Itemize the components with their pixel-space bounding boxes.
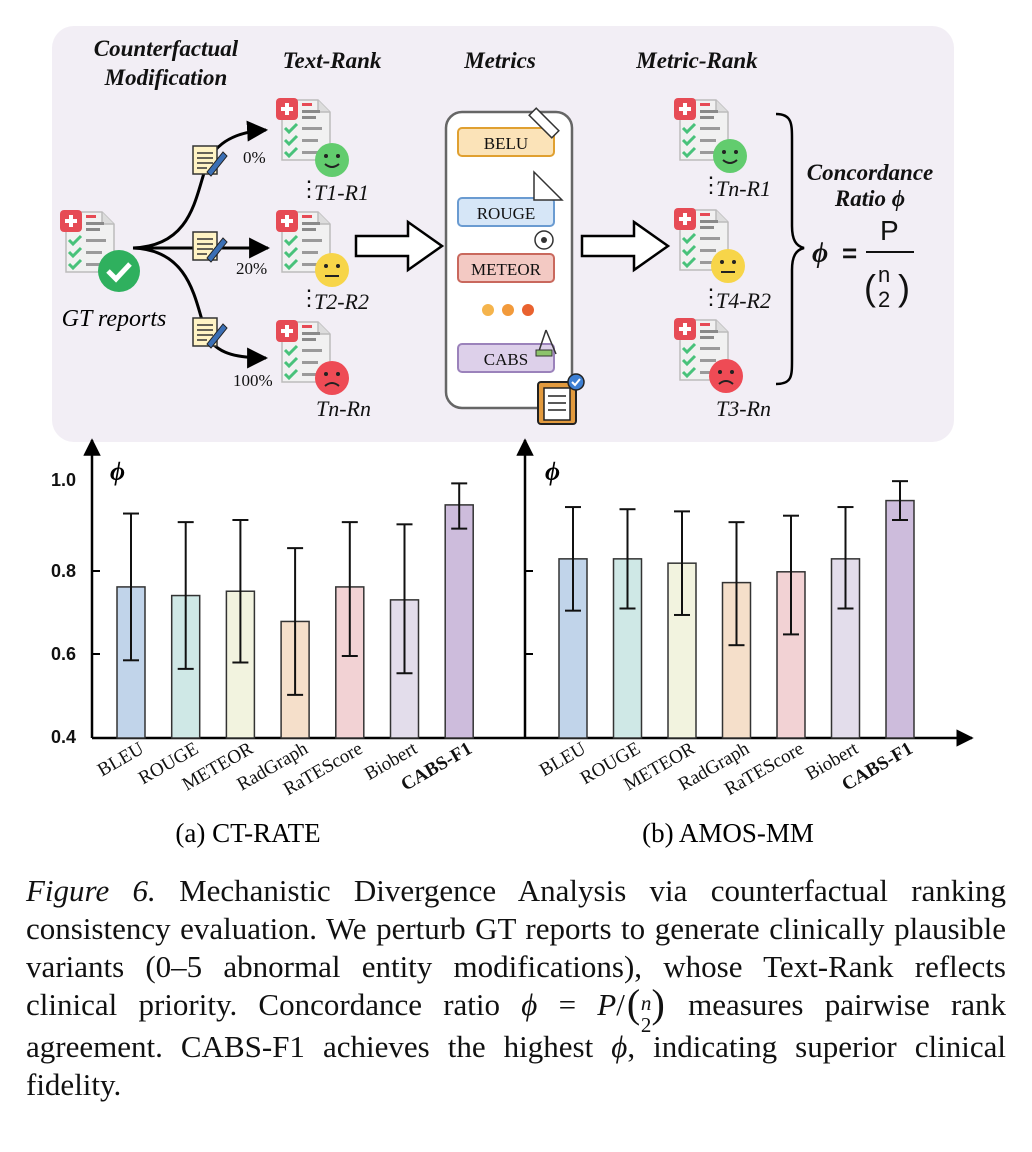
- caption-text-3: , indicating superior clinical fidelity.: [26, 1028, 1007, 1102]
- concordance-line2: Ratio ϕ: [834, 186, 905, 211]
- text-rank-label-n: Tn-Rn: [316, 396, 371, 421]
- formula-den-top: n: [878, 262, 890, 287]
- formula-numerator: P: [880, 215, 899, 246]
- error-bar-cabs-f1: [892, 480, 908, 522]
- svg-text:⋮: ⋮: [298, 176, 320, 201]
- svg-text:(: (: [864, 267, 876, 308]
- caption-phi-2: ϕ: [611, 1028, 628, 1064]
- y-tick-1-0: 1.0: [51, 470, 76, 490]
- error-bar-ratescore: [341, 521, 358, 657]
- svg-text:⋮: ⋮: [298, 285, 320, 310]
- curly-brace: [775, 112, 805, 386]
- caption-binom-k: 2: [640, 1012, 652, 1037]
- metric-box-belu: [457, 127, 555, 157]
- metric-rank-reports: [672, 96, 747, 393]
- caption-text-1: Mechanistic Divergence Analysis via coun…: [26, 873, 1006, 1022]
- formula-phi: ϕ: [812, 238, 828, 269]
- bar-cabs-f1: [444, 504, 474, 739]
- metric-rank-label-n: T3-Rn: [716, 396, 771, 421]
- error-bar-radgraph: [287, 547, 304, 696]
- hollow-arrow-left: [354, 219, 445, 273]
- figure-caption: Figure 6. Mechanistic Divergence Analysi…: [26, 872, 1006, 1104]
- metric-boxes: BELU ROUGE METEOR CABS: [457, 127, 555, 373]
- metric-box-meteor: [457, 253, 555, 283]
- header-metrics: Metrics: [463, 48, 536, 73]
- chart-a-ylabel: ϕ: [110, 457, 125, 486]
- chart-b: BLEUROUGEMETEORRadGraphRaTEScoreBiobertC…: [536, 480, 917, 800]
- error-bar-bleu: [565, 506, 581, 612]
- caption-p: P: [597, 987, 617, 1022]
- percent-20: 20%: [236, 259, 267, 278]
- bar-cabs-f1: [885, 499, 915, 739]
- metric-rank-label-1: Tn-R1: [716, 176, 771, 201]
- y-tick-0-4: 0.4: [51, 727, 76, 747]
- metric-rank-label-2: T4-R2: [716, 288, 771, 313]
- error-bar-cabs-f1: [451, 482, 468, 530]
- y-tick-0-8: 0.8: [51, 561, 76, 581]
- caption-phi: ϕ: [521, 987, 538, 1022]
- error-bar-bleu: [123, 512, 139, 662]
- text-rank-reports: [274, 96, 349, 395]
- metric-box-rouge: [457, 197, 555, 227]
- error-bar-meteor: [232, 519, 249, 664]
- concordance-formula: ϕ = P ( n 2 ): [812, 215, 914, 312]
- percent-100: 100%: [233, 371, 273, 390]
- triangle-ruler-icon: [533, 170, 564, 201]
- caption-binom-n: n: [640, 990, 652, 1015]
- svg-text:⋮: ⋮: [700, 172, 722, 197]
- error-bar-biobert: [396, 523, 413, 675]
- chart-a-subtitle: (a) CT-RATE: [175, 818, 320, 848]
- error-bar-ratescore: [783, 514, 799, 636]
- more-metrics-dots: [482, 304, 534, 316]
- concordance-line1: Concordance: [807, 160, 934, 185]
- caption-label: Figure 6.: [26, 873, 156, 908]
- chart-a: BLEUROUGEMETEORRadGraphRaTEScoreBiobertC…: [94, 482, 476, 800]
- formula-equals: =: [842, 238, 857, 268]
- svg-text:): ): [898, 267, 910, 308]
- error-bar-rouge: [177, 521, 194, 670]
- metric-box-cabs: [457, 343, 555, 373]
- metric-box-label-cabs: CABS: [484, 350, 528, 369]
- compass-icon: [535, 329, 557, 357]
- clipboard-icon: [537, 373, 585, 425]
- header-text-rank: Text-Rank: [283, 48, 382, 73]
- text-rank-label-1: T1-R1: [314, 180, 369, 205]
- svg-text:⋮: ⋮: [700, 284, 722, 309]
- chart-b-subtitle: (b) AMOS-MM: [642, 818, 814, 848]
- y-tick-0-6: 0.6: [51, 644, 76, 664]
- hollow-arrow-right: [580, 219, 671, 273]
- figure-canvas: Counterfactual Modification Text-Rank Me…: [51, 26, 974, 848]
- tape-measure-icon: [534, 230, 554, 250]
- error-bar-radgraph: [728, 521, 745, 647]
- metric-box-label-meteor: METEOR: [471, 260, 542, 279]
- caption-eq: =: [558, 987, 577, 1022]
- metric-box-label-belu: BELU: [484, 134, 528, 153]
- formula-den-bot: 2: [878, 287, 890, 312]
- metric-box-label-rouge: ROUGE: [477, 204, 536, 223]
- chart-b-ylabel: ϕ: [545, 457, 560, 486]
- caption-text-2: measures pairwise rank agreement. CABS-F…: [26, 987, 1007, 1064]
- header-counterfactual-line2: Modification: [104, 65, 228, 90]
- gt-reports-label: GT reports: [62, 306, 167, 332]
- caption-slash: /: [616, 987, 625, 1022]
- text-rank-label-2: T2-R2: [314, 289, 369, 314]
- gt-report-icon: [58, 208, 140, 292]
- percent-0: 0%: [243, 148, 266, 167]
- error-bar-biobert: [837, 506, 854, 610]
- error-bar-rouge: [619, 508, 636, 610]
- header-counterfactual-line1: Counterfactual: [94, 36, 239, 61]
- ruler-icon: [528, 107, 560, 139]
- error-bar-meteor: [674, 510, 690, 616]
- header-metric-rank: Metric-Rank: [635, 48, 758, 73]
